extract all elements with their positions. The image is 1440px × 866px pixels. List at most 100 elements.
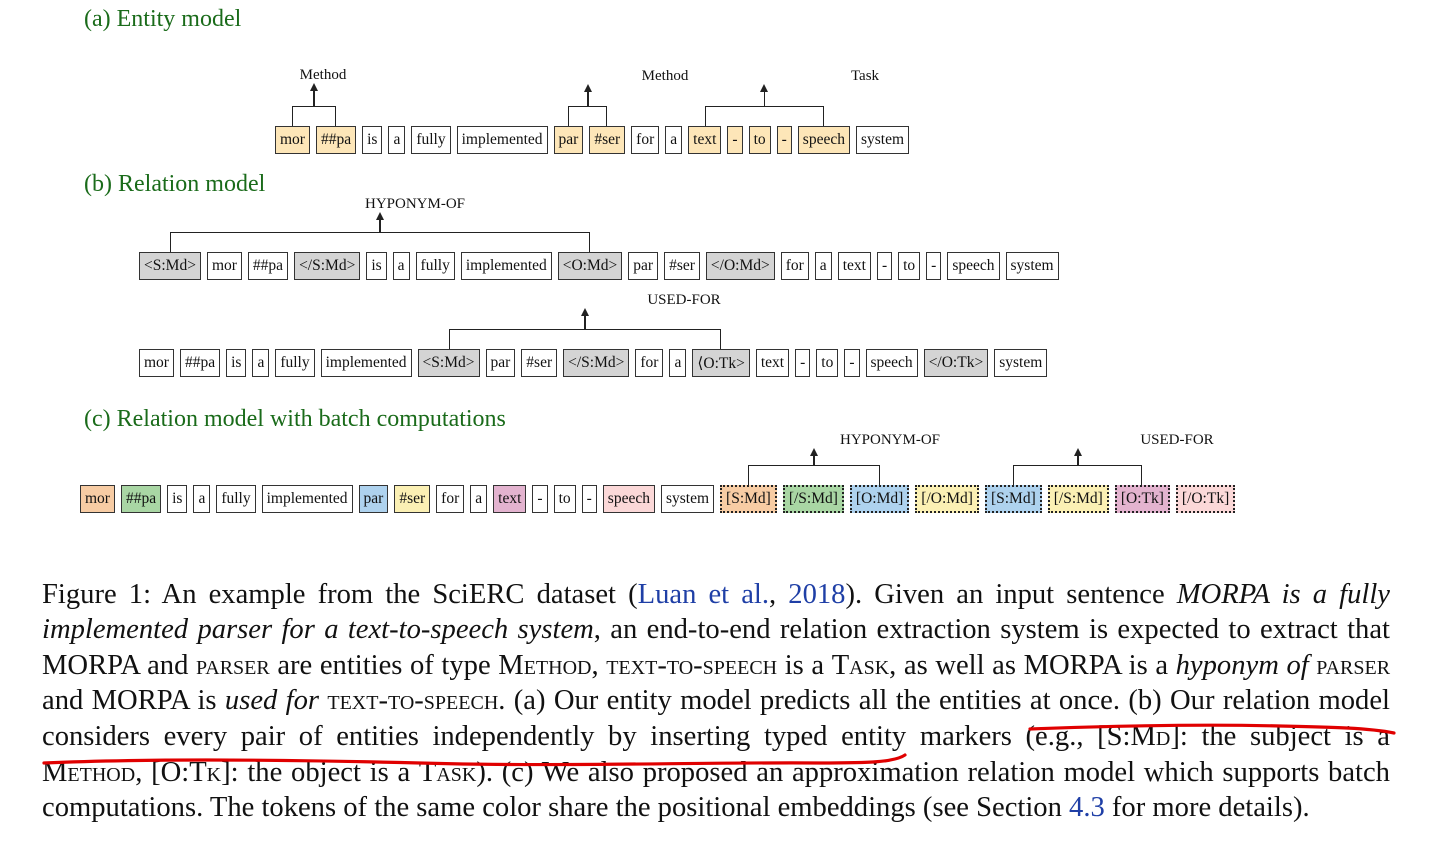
section-title-batch-relation-model: (c) Relation model with batch computatio… [84, 406, 506, 432]
token: fully [216, 485, 256, 513]
token: #ser [394, 485, 431, 513]
token: text [493, 485, 527, 513]
relation-used-for-bracket [448, 329, 722, 349]
token: mor [80, 485, 115, 513]
batch-hyponym-arrowhead-icon [810, 448, 819, 456]
token: - [581, 485, 597, 513]
token: for [631, 126, 660, 154]
token: implemented [261, 485, 353, 513]
section-title-entity-model: (a) Entity model [84, 6, 242, 32]
token: - [844, 349, 860, 377]
token: a [470, 485, 488, 513]
token: system [1005, 252, 1059, 280]
token: a [665, 126, 683, 154]
token: ⟨O:Tk> [692, 349, 750, 377]
entity-task-arrowhead-icon [760, 84, 769, 92]
token: </S:Md> [563, 349, 630, 377]
token: - [926, 252, 942, 280]
token: speech [865, 349, 918, 377]
citation-year-link[interactable]: 2018 [788, 578, 846, 610]
caption-text: , [O: [135, 756, 190, 788]
relation-used-for-arrow-stem [584, 314, 586, 329]
token: par [553, 126, 584, 154]
token: to [553, 485, 576, 513]
token: implemented [460, 252, 552, 280]
batch-hyponym-arrow-stem [813, 454, 815, 465]
caption-text: , as well as MORPA is a [889, 649, 1176, 681]
token: speech [602, 485, 655, 513]
caption-smallcaps-text: Method [42, 756, 136, 788]
token: implemented [456, 126, 548, 154]
token: to [816, 349, 839, 377]
token: is [362, 126, 383, 154]
token: fully [415, 252, 455, 280]
token: </O:Tk> [923, 349, 989, 377]
marker-token: [S:Md] [984, 485, 1042, 513]
token: fully [411, 126, 451, 154]
caption-smallcaps-text: text-to-speech [606, 649, 778, 681]
token: is [167, 485, 188, 513]
token: </S:Md> [294, 252, 361, 280]
entity-task-arrow-stem [763, 90, 766, 106]
token: ##pa [179, 349, 221, 377]
entity-method-1-bracket [292, 106, 337, 126]
section-reference-link[interactable]: 4.3 [1069, 792, 1105, 824]
batch-label-used-for: USED-FOR [1140, 432, 1214, 448]
token: a [814, 252, 832, 280]
relation-hyponym-bracket [169, 232, 590, 252]
relation-label-hyponym-of: HYPONYM-OF [364, 196, 466, 212]
caption-text: ]: the subject is a [1170, 720, 1390, 752]
token: for [780, 252, 809, 280]
token: text [837, 252, 871, 280]
token: text [755, 349, 790, 377]
caption-smallcaps-text: parser [1316, 649, 1391, 681]
token: - [727, 126, 743, 154]
token: system [660, 485, 715, 513]
token: a [193, 485, 211, 513]
batch-hyponym-bracket [748, 465, 880, 485]
caption-smallcaps-text: Task [831, 649, 890, 681]
relation-hyponym-arrowhead-icon [375, 212, 384, 220]
token: implemented [320, 349, 412, 377]
caption-text: ). Given an input sentence [845, 578, 1177, 610]
marker-token: [/O:Md] [915, 485, 979, 513]
token: mor [275, 126, 310, 154]
token: is [226, 349, 247, 377]
entity-task-bracket [704, 106, 824, 126]
entity-label-method-2: Method [641, 68, 689, 84]
caption-italic-text: hyponym of [1175, 649, 1309, 681]
token: for [436, 485, 465, 513]
citation-author-link[interactable]: Luan et al. [637, 578, 770, 610]
marker-token: [/O:Tk] [1175, 485, 1236, 513]
token: <S:Md> [139, 252, 201, 280]
relation-used-for-arrowhead-icon [580, 308, 589, 316]
caption-smallcaps-text: Task [418, 756, 477, 788]
caption-italic-text: used for [224, 685, 320, 717]
caption-smallcaps-text: text-to-speech [327, 685, 499, 717]
token: system [994, 349, 1048, 377]
batch-used-for-arrowhead-icon [1073, 448, 1082, 456]
token: mor [139, 349, 174, 377]
token: speech [947, 252, 1000, 280]
caption-text: ]: the object is a [221, 756, 419, 788]
caption-text: for more details). [1104, 792, 1310, 824]
token: <O:Md> [557, 252, 623, 280]
caption-text: . (a) Our entity model predicts all the … [42, 685, 1390, 752]
caption-text: are entities of type [269, 649, 499, 681]
caption-text: is a [777, 649, 832, 681]
token: ##pa [120, 485, 162, 513]
token: par [358, 485, 389, 513]
token: to [898, 252, 921, 280]
figure-caption: Figure 1: An example from the SciERC dat… [42, 577, 1390, 826]
token: #ser [589, 126, 626, 154]
token: fully [275, 349, 315, 377]
caption-italic-text: MORPA is a fully implemented parser for … [42, 578, 1390, 646]
marker-token: [/S:Md] [1047, 485, 1109, 513]
token: - [776, 126, 792, 154]
caption-text: , [769, 578, 789, 610]
batch-used-for-bracket [1013, 465, 1143, 485]
token: to [748, 126, 771, 154]
token: - [532, 485, 548, 513]
